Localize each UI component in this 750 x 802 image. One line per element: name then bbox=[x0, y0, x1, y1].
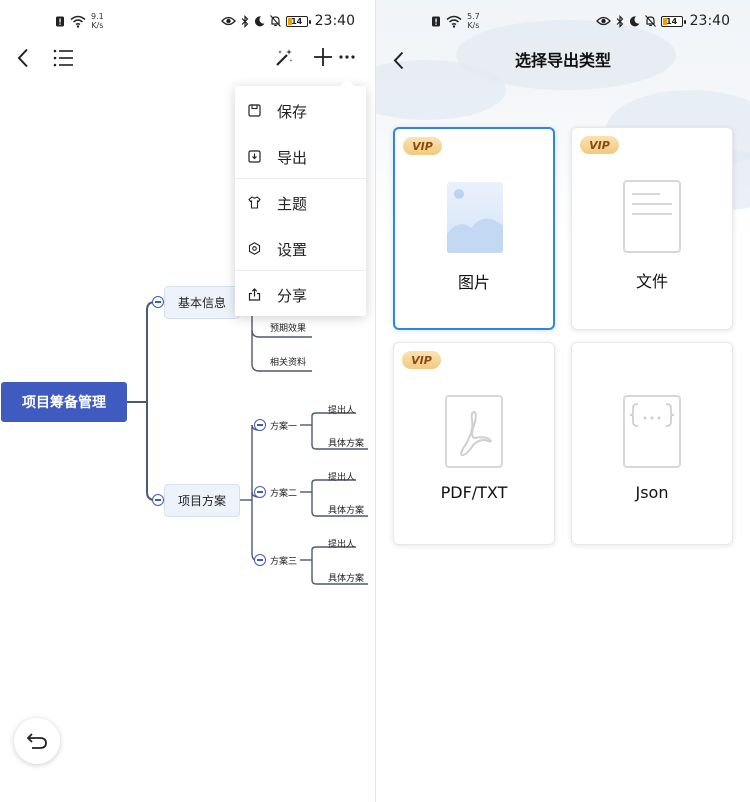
menu-item-share[interactable]: 分享 bbox=[235, 271, 366, 317]
more-menu: 保存 导出 主题 设置 分享 bbox=[235, 79, 366, 317]
branch-node-project-plan[interactable]: 项目方案 bbox=[164, 484, 240, 517]
menu-item-settings[interactable]: 设置 bbox=[235, 225, 366, 271]
menu-divider bbox=[235, 270, 366, 271]
export-option-json[interactable]: Json bbox=[571, 342, 733, 545]
leaf-node[interactable]: 预期效果 bbox=[270, 324, 307, 334]
moon-icon bbox=[629, 15, 640, 26]
export-option-document[interactable]: VIP 文件 bbox=[571, 127, 733, 330]
export-option-label: Json bbox=[635, 483, 669, 502]
export-icon bbox=[248, 150, 261, 163]
chevron-left-icon bbox=[17, 48, 28, 68]
battery-icon: 14 bbox=[660, 15, 686, 27]
export-option-label: PDF/TXT bbox=[440, 483, 508, 502]
image-icon bbox=[447, 182, 503, 253]
status-time: 23:40 bbox=[689, 13, 730, 29]
export-option-label: 文件 bbox=[635, 272, 668, 291]
wifi-icon bbox=[70, 15, 86, 28]
save-icon bbox=[248, 104, 261, 117]
menu-item-theme[interactable]: 主题 bbox=[235, 179, 366, 225]
leaf-node[interactable]: 具体方案 bbox=[328, 439, 365, 449]
alert-icon bbox=[432, 16, 440, 26]
network-speed: 5.7 K/s bbox=[467, 12, 480, 30]
plus-icon bbox=[314, 48, 332, 66]
status-bar: 5.7 K/s 14 23:40 bbox=[376, 0, 750, 40]
moon-icon bbox=[254, 15, 265, 26]
menu-item-label: 保存 bbox=[277, 103, 308, 121]
bell-muted-icon bbox=[644, 15, 656, 27]
vip-badge: VIP bbox=[580, 136, 619, 154]
chevron-left-icon bbox=[393, 51, 403, 69]
more-icon bbox=[339, 55, 355, 59]
undo-button[interactable] bbox=[14, 718, 60, 764]
share-icon bbox=[248, 288, 261, 301]
leaf-node[interactable]: 提出人 bbox=[328, 473, 356, 483]
export-type-screen: 5.7 K/s 14 23:40 选择导出类型 VIP 图片 VIP bbox=[375, 0, 750, 802]
json-icon bbox=[623, 395, 681, 468]
settings-icon bbox=[248, 242, 261, 255]
menu-item-label: 设置 bbox=[277, 241, 308, 259]
bluetooth-icon bbox=[616, 14, 623, 28]
pdf-icon bbox=[445, 395, 503, 468]
magic-wand-icon bbox=[276, 49, 293, 66]
page-title: 选择导出类型 bbox=[514, 51, 611, 70]
eye-icon bbox=[595, 16, 611, 26]
eye-icon bbox=[220, 16, 236, 26]
collapse-toggle[interactable] bbox=[254, 554, 266, 566]
back-button[interactable] bbox=[10, 44, 36, 72]
export-option-label: 图片 bbox=[457, 273, 490, 292]
shirt-icon bbox=[248, 196, 261, 209]
network-speed: 9.1 K/s bbox=[91, 12, 104, 30]
leaf-node[interactable]: 提出人 bbox=[328, 540, 356, 550]
menu-item-export[interactable]: 导出 bbox=[235, 133, 366, 179]
alert-icon bbox=[56, 16, 64, 26]
leaf-node[interactable]: 提出人 bbox=[328, 406, 356, 416]
collapse-toggle[interactable] bbox=[152, 494, 164, 506]
style-button[interactable] bbox=[272, 46, 296, 70]
list-icon bbox=[53, 49, 73, 67]
collapse-toggle[interactable] bbox=[152, 296, 164, 308]
export-option-pdf-txt[interactable]: VIP PDF/TXT bbox=[393, 342, 555, 545]
subbranch-node[interactable]: 方案二 bbox=[270, 489, 298, 499]
menu-item-label: 导出 bbox=[277, 149, 308, 167]
menu-item-label: 主题 bbox=[277, 195, 308, 213]
leaf-node[interactable]: 具体方案 bbox=[328, 574, 365, 584]
battery-icon: 14 bbox=[285, 15, 311, 27]
wifi-icon bbox=[446, 15, 462, 28]
status-bar: 9.1 K/s 14 23:40 bbox=[0, 0, 375, 40]
menu-item-label: 分享 bbox=[277, 287, 308, 305]
more-button[interactable] bbox=[336, 48, 358, 66]
subbranch-node[interactable]: 方案三 bbox=[270, 557, 298, 567]
undo-icon bbox=[26, 733, 47, 749]
bluetooth-icon bbox=[241, 14, 248, 28]
branch-node-basic-info[interactable]: 基本信息 bbox=[164, 286, 240, 319]
header-background bbox=[376, 0, 750, 240]
export-option-image[interactable]: VIP 图片 bbox=[393, 127, 555, 330]
menu-item-save[interactable]: 保存 bbox=[235, 87, 366, 133]
add-button[interactable] bbox=[312, 46, 334, 68]
back-button[interactable] bbox=[386, 47, 410, 73]
subbranch-node[interactable]: 方案一 bbox=[270, 422, 298, 432]
outline-button[interactable] bbox=[50, 46, 76, 70]
collapse-toggle[interactable] bbox=[254, 486, 266, 498]
document-icon bbox=[623, 180, 681, 253]
mindmap-root-node[interactable]: 项目筹备管理 bbox=[1, 382, 127, 422]
collapse-toggle[interactable] bbox=[254, 419, 266, 431]
vip-badge: VIP bbox=[403, 137, 442, 155]
leaf-node[interactable]: 具体方案 bbox=[328, 506, 365, 516]
mindmap-screen: 9.1 K/s 14 23:40 bbox=[0, 0, 375, 764]
vip-badge: VIP bbox=[402, 351, 441, 369]
menu-divider bbox=[235, 178, 366, 179]
status-time: 23:40 bbox=[314, 13, 355, 29]
bell-muted-icon bbox=[269, 15, 281, 27]
leaf-node[interactable]: 相关资料 bbox=[270, 358, 307, 368]
